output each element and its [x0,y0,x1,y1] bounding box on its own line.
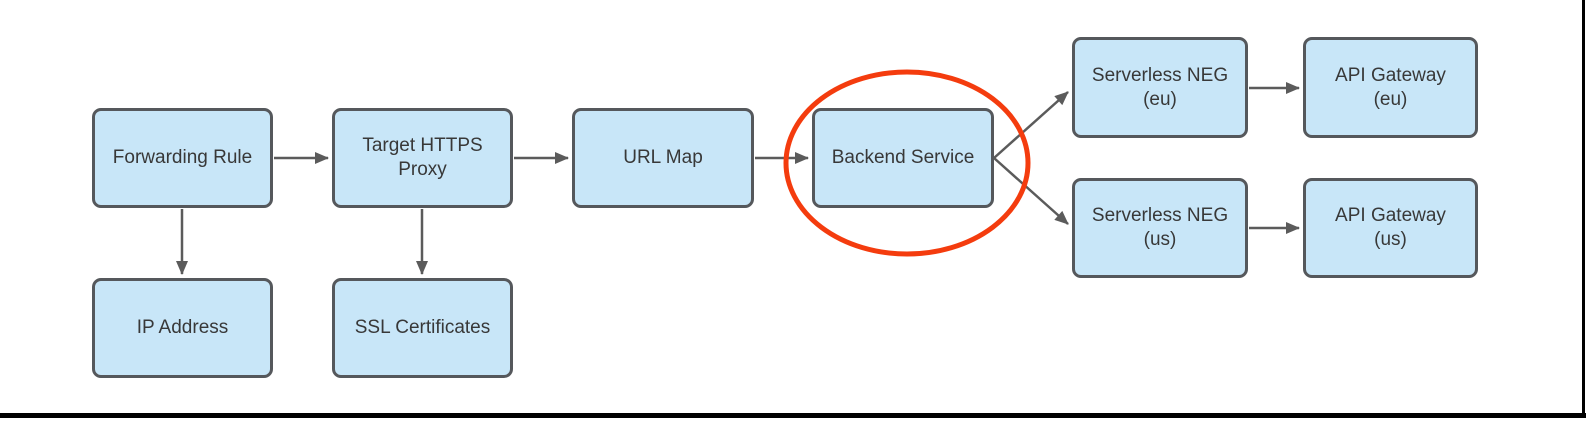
arrow-backend-to-neg-eu [993,91,1069,159]
node-label: Forwarding Rule [112,147,253,168]
node-backend-service: Backend Service [812,108,994,208]
page-edge-bottom-rule [0,413,1586,418]
page-edge-right-rule [1582,0,1585,418]
node-serverless-neg-us: Serverless NEG (us) [1072,178,1248,278]
node-label: Serverless NEG (eu) [1091,64,1229,110]
node-label: Target HTTPS Proxy [362,135,483,180]
node-ip-address: IP Address [92,278,273,378]
node-label: API Gateway (eu) [1335,64,1446,110]
node-label: API Gateway (us) [1335,205,1446,250]
node-label: Backend Service [831,147,975,168]
node-target-https-proxy: Target HTTPS Proxy [332,108,513,208]
node-api-gateway-eu: API Gateway (eu) [1303,37,1478,138]
node-label: URL Map [623,147,703,168]
node-serverless-neg-eu: Serverless NEG (eu) [1072,37,1248,138]
node-ssl-certificates: SSL Certificates [332,278,513,378]
node-label: IP Address [136,317,229,338]
node-api-gateway-us: API Gateway (us) [1303,178,1478,278]
arrow-backend-to-neg-us [993,157,1069,225]
node-label: SSL Certificates [354,317,491,338]
node-label: Serverless NEG (us) [1091,205,1229,250]
node-forwarding-rule: Forwarding Rule [92,108,273,208]
node-url-map: URL Map [572,108,754,208]
